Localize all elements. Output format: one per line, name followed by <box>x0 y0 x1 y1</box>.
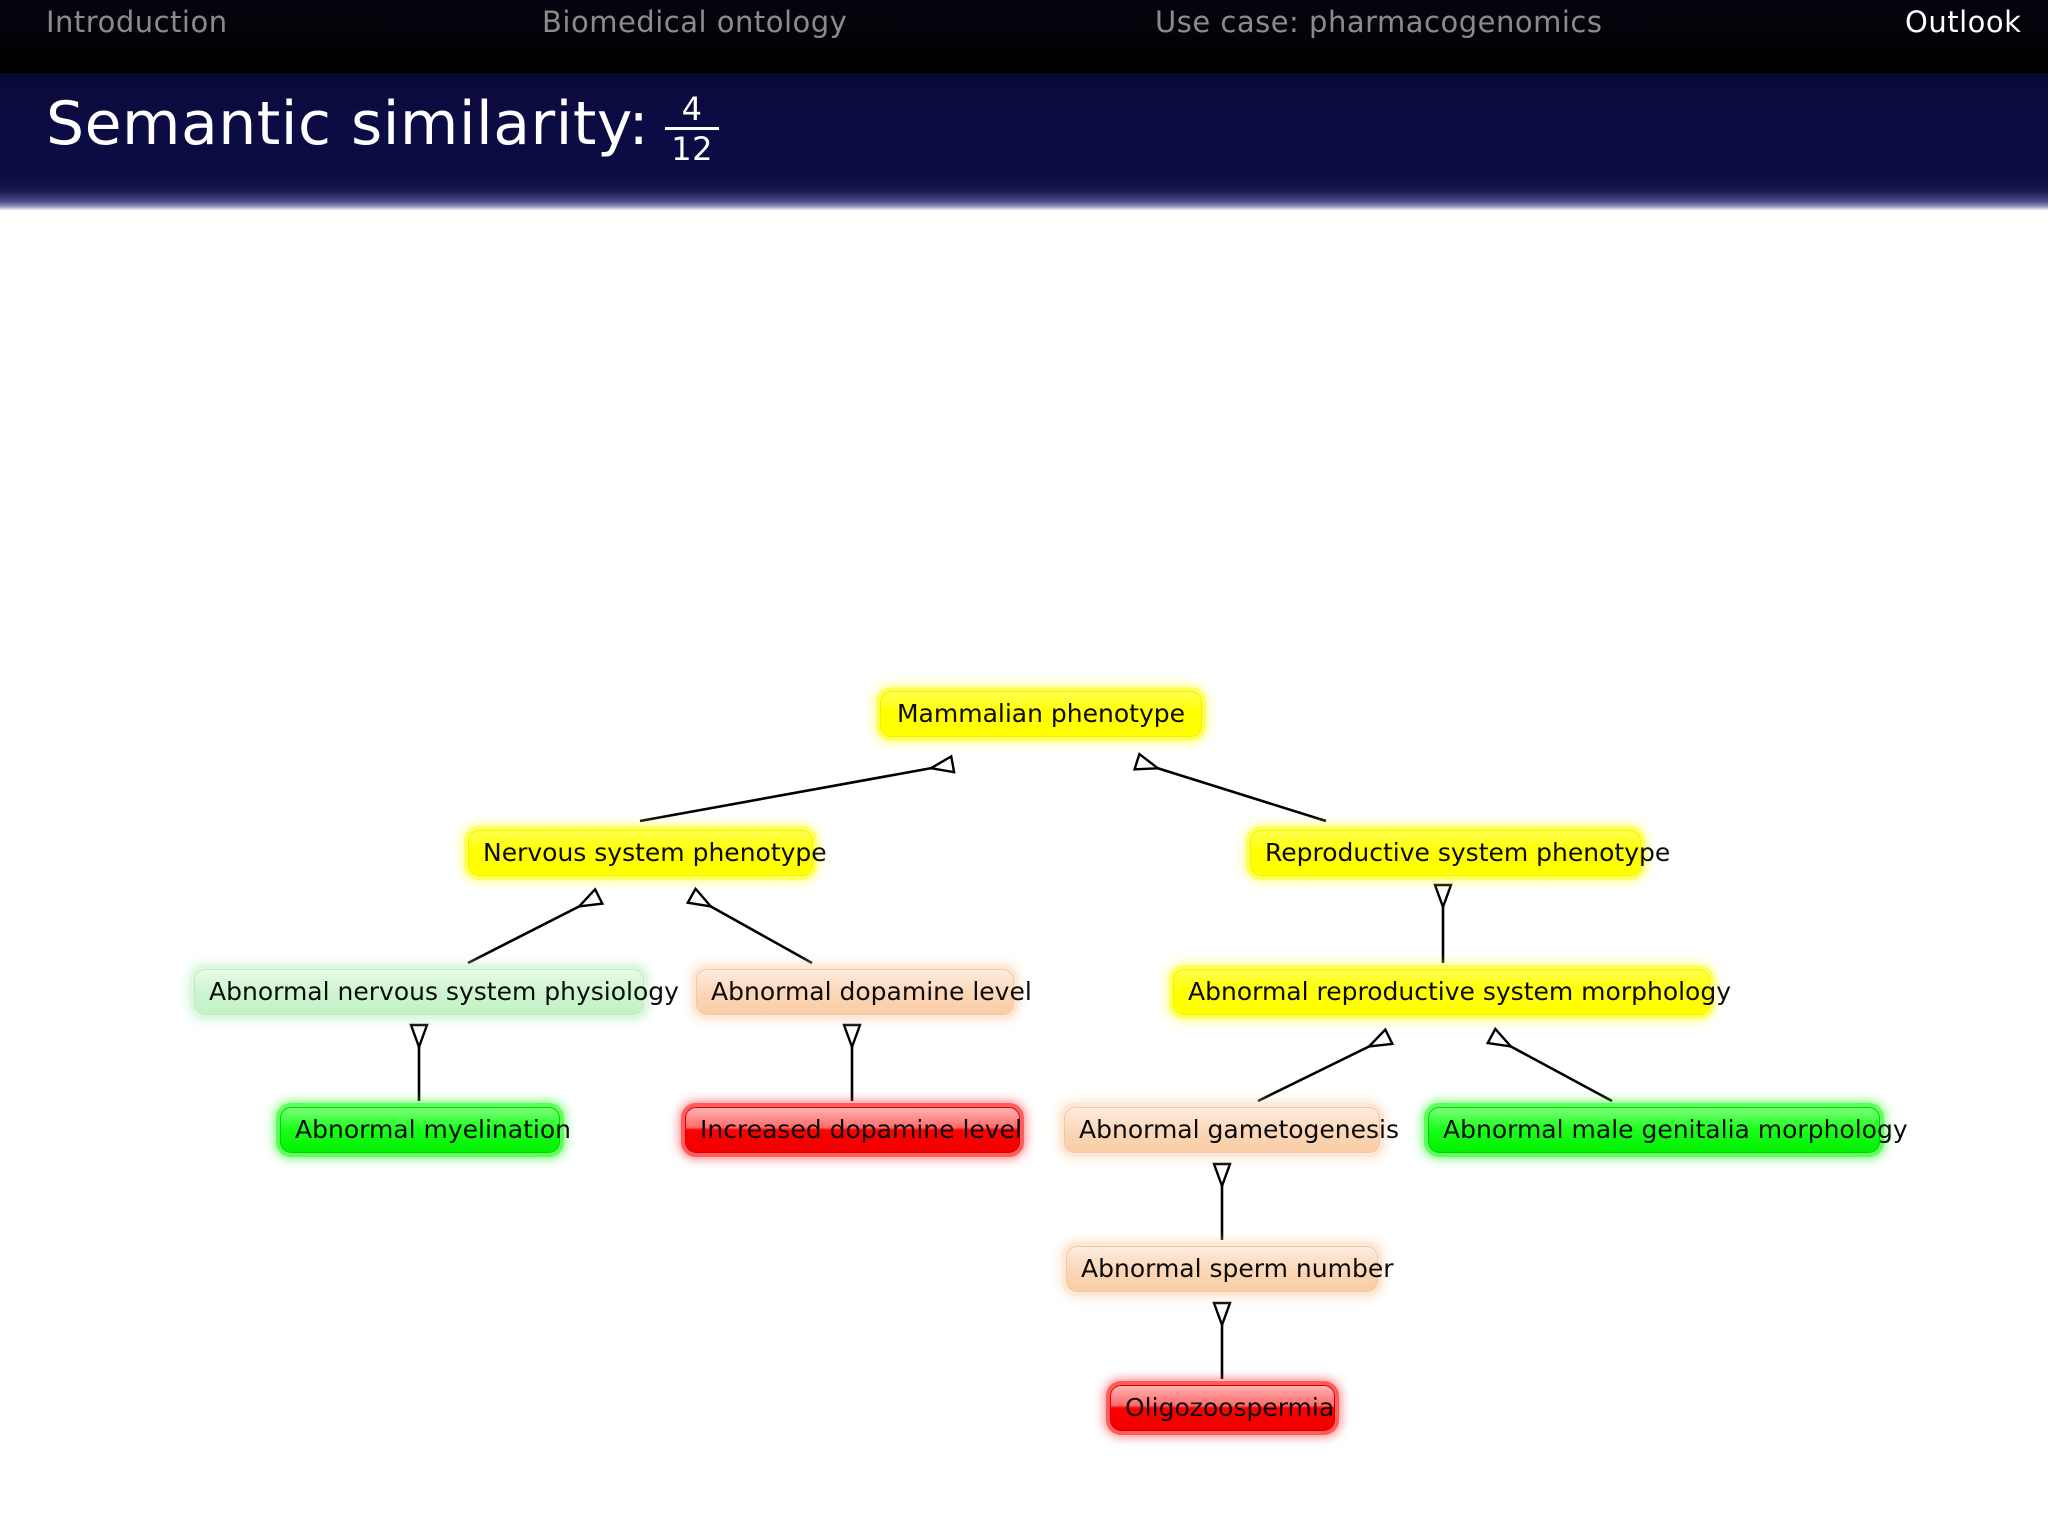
diagram-edges-layer <box>0 211 1613 1379</box>
fraction-numerator: 4 <box>665 93 719 131</box>
node-abnormal-dopamine-level[interactable]: Abnormal dopamine level <box>696 969 1032 1015</box>
node-abnormal-sperm-number[interactable]: Abnormal sperm number <box>1066 1246 1394 1292</box>
fraction-denominator: 12 <box>671 130 713 169</box>
page-title-text: Semantic similarity: <box>46 89 650 159</box>
edge-dopamine-to-nervous <box>710 906 813 965</box>
node-abnormal-reproductive-system-morphology[interactable]: Abnormal reproductive system morphology <box>1173 969 1731 1015</box>
node-mammalian-phenotype[interactable]: Mammalian phenotype <box>880 691 1202 737</box>
node-abnormal-nervous-system-physiology[interactable]: Abnormal nervous system physiology <box>194 969 679 1015</box>
node-nervous-system-phenotype[interactable]: Nervous system phenotype <box>468 830 827 876</box>
node-oligozoospermia[interactable]: Oligozoospermia <box>1110 1385 1335 1431</box>
edge-gametogenesis-to-reproductive-morph <box>1257 1046 1370 1103</box>
edge-reproductive-to-mammalian <box>1157 768 1327 823</box>
node-abnormal-male-genitalia-morphology[interactable]: Abnormal male genitalia morphology <box>1428 1107 1908 1153</box>
nav-item-use-case-pharmacogenomics[interactable]: Use case: pharmacogenomics <box>1155 5 1603 39</box>
edge-male-genitalia-to-reproductive-morph <box>1510 1046 1613 1103</box>
nav-item-biomedical-ontology[interactable]: Biomedical ontology <box>542 5 848 39</box>
node-reproductive-system-phenotype[interactable]: Reproductive system phenotype <box>1250 830 1670 876</box>
nav-item-outlook[interactable]: Outlook <box>1905 5 2022 39</box>
node-increased-dopamine-level[interactable]: Increased dopamine level <box>685 1107 1022 1153</box>
top-navigation-bar: Introduction Biomedical ontology Use cas… <box>0 0 2048 73</box>
ontology-diagram-canvas: Mammalian phenotype Nervous system pheno… <box>0 211 2048 1536</box>
nav-item-introduction[interactable]: Introduction <box>46 5 228 39</box>
node-abnormal-gametogenesis[interactable]: Abnormal gametogenesis <box>1064 1107 1399 1153</box>
edge-nervous-to-mammalian <box>639 768 932 823</box>
edge-ans-physiology-to-nervous <box>467 906 580 965</box>
node-abnormal-myelination[interactable]: Abnormal myelination <box>280 1107 571 1153</box>
